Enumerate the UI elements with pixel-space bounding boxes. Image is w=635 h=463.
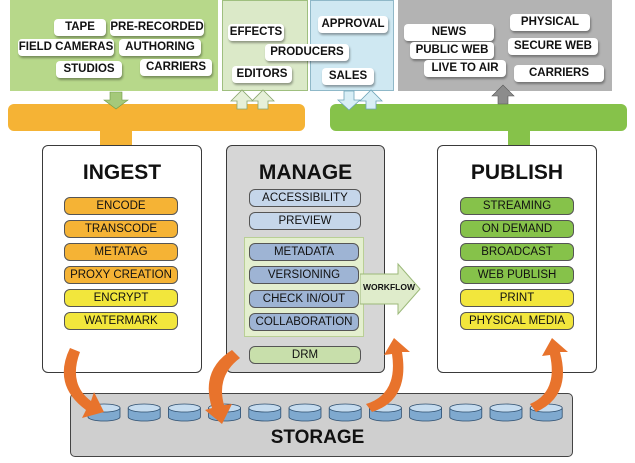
source-tag: FIELD CAMERAS (18, 39, 114, 56)
storage-panel (70, 393, 573, 457)
source-tag: APPROVAL (318, 16, 388, 33)
storage-disk (409, 403, 443, 422)
publish-item: PRINT (460, 289, 574, 307)
source-tag: PUBLIC WEB (410, 42, 494, 59)
production-arrow (103, 91, 129, 110)
publish-bar (330, 104, 627, 131)
workflow-item: CHECK IN/OUT (249, 290, 359, 308)
storage-disk (489, 403, 523, 422)
workflow-label: WORKFLOW (363, 282, 415, 292)
ingest-item: ENCRYPT (64, 289, 178, 307)
storage-disk (288, 403, 322, 422)
source-tag: STUDIOS (56, 61, 122, 78)
source-tag: PHYSICAL (510, 14, 590, 31)
business-down-arrow (336, 90, 362, 111)
manage-item: ACCESSIBILITY (249, 189, 361, 207)
ingest-item: WATERMARK (64, 312, 178, 330)
drm-item: DRM (249, 346, 361, 364)
publish-title: PUBLISH (470, 161, 564, 184)
source-tag: NEWS (404, 24, 494, 41)
ingest-item: TRANSCODE (64, 220, 178, 238)
storage-disk (449, 403, 483, 422)
ingest-item: PROXY CREATION (64, 266, 178, 284)
publish-item: WEB PUBLISH (460, 266, 574, 284)
curved-arrow (530, 338, 568, 412)
source-tag: SALES (322, 68, 374, 85)
source-tag: PRODUCERS (265, 44, 349, 61)
distribution-up-arrow (491, 84, 515, 105)
storage-disk (127, 403, 161, 422)
storage-disk (167, 403, 201, 422)
curved-arrow (205, 350, 240, 424)
source-tag: TAPE (54, 19, 106, 36)
publish-item: ON DEMAND (460, 220, 574, 238)
source-tag: LIVE TO AIR (424, 60, 506, 77)
post-up-arrow (230, 89, 254, 110)
manage-item: PREVIEW (249, 212, 361, 230)
ingest-bar (8, 104, 305, 131)
publish-item: BROADCAST (460, 243, 574, 261)
source-tag: EDITORS (232, 66, 292, 83)
ingest-item: ENCODE (64, 197, 178, 215)
storage-disk (328, 403, 362, 422)
ingest-title: INGEST (82, 161, 162, 184)
publish-item: PHYSICAL MEDIA (460, 312, 574, 330)
source-tag: SECURE WEB (508, 38, 598, 55)
source-tag: AUTHORING (119, 39, 201, 56)
ingest-item: METATAG (64, 243, 178, 261)
source-tag: EFFECTS (228, 24, 284, 41)
workflow-item: METADATA (249, 243, 359, 261)
storage-disk (248, 403, 282, 422)
workflow-arrow (360, 262, 421, 316)
source-tag: PRE-RECORDED (110, 19, 204, 36)
manage-title: MANAGE (258, 161, 353, 184)
curved-arrow (366, 338, 410, 412)
post-up-arrow (251, 89, 275, 110)
source-tag: CARRIERS (514, 65, 604, 82)
storage-title: STORAGE (270, 427, 365, 448)
curved-arrow (63, 348, 104, 418)
publish-item: STREAMING (460, 197, 574, 215)
source-tag: CARRIERS (140, 59, 212, 76)
workflow-item: VERSIONING (249, 266, 359, 284)
business-up-arrow (359, 89, 383, 110)
workflow-item: COLLABORATION (249, 313, 359, 331)
